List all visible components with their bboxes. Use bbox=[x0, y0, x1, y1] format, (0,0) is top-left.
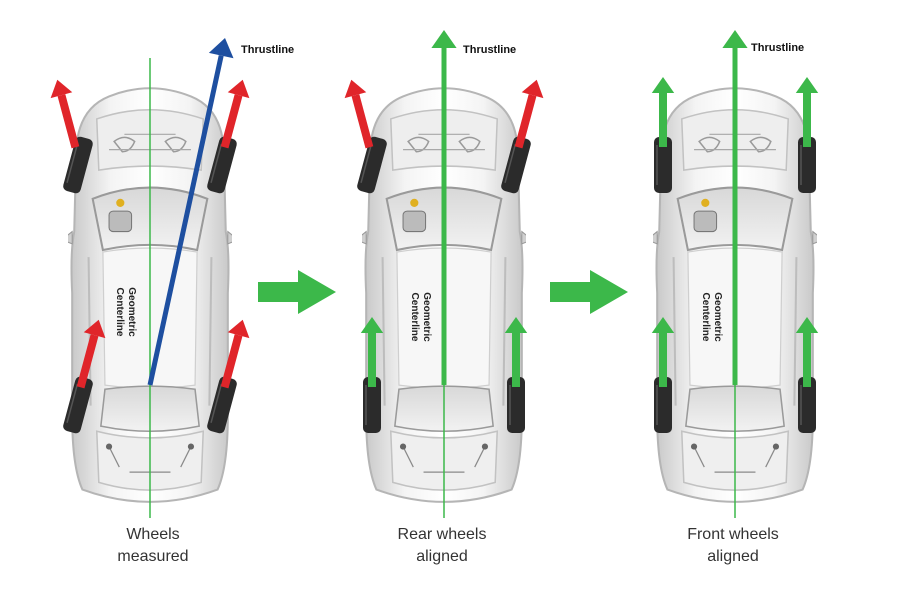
thrustline-label: Thrustline bbox=[241, 44, 295, 56]
wheel-direction-arrow bbox=[50, 79, 80, 149]
geometric-centerline-label: Geometric Centerline bbox=[699, 272, 723, 362]
geometric-centerline-label: Geometric Centerline bbox=[408, 272, 432, 362]
front-left-tire bbox=[63, 136, 93, 194]
wheel-direction-arrow bbox=[651, 317, 675, 387]
panel-caption-line2: aligned bbox=[416, 548, 468, 565]
thrustline-arrow bbox=[431, 30, 457, 385]
geometric-centerline-label-line1: Geometric bbox=[421, 292, 432, 342]
panel-caption-line1: Wheels bbox=[126, 526, 180, 543]
panel-caption: Wheels measured bbox=[73, 524, 233, 568]
thrustline-label: Thrustline bbox=[463, 44, 517, 56]
geometric-centerline-label-line2: Centerline bbox=[114, 287, 125, 337]
wheel-direction-arrow bbox=[360, 317, 384, 387]
panel-caption: Front wheels aligned bbox=[653, 524, 813, 568]
wheel-direction-arrow bbox=[220, 319, 250, 389]
wheel-direction-arrow bbox=[220, 79, 250, 149]
geometric-centerline-label-line2: Centerline bbox=[409, 292, 420, 342]
wheel-direction-arrow bbox=[514, 79, 544, 149]
rear-left-tire bbox=[654, 377, 672, 433]
wheel-direction-arrow bbox=[504, 317, 528, 387]
rear-right-tire bbox=[798, 377, 816, 433]
front-left-tire bbox=[654, 137, 672, 193]
wheel-direction-arrow bbox=[795, 77, 819, 147]
panel-caption-line1: Rear wheels bbox=[397, 526, 487, 543]
geometric-centerline-label: Geometric Centerline bbox=[113, 267, 137, 357]
wheel-direction-arrow bbox=[76, 319, 106, 389]
panel-caption-line2: measured bbox=[117, 548, 189, 565]
step-arrow-1 bbox=[258, 270, 336, 314]
step-arrow-2 bbox=[550, 270, 628, 314]
panel-caption-line2: aligned bbox=[707, 548, 759, 565]
geometric-centerline-label-line1: Geometric bbox=[712, 292, 723, 342]
panel-caption-line1: Front wheels bbox=[687, 526, 779, 543]
rear-right-tire bbox=[507, 377, 525, 433]
wheel-direction-arrow bbox=[344, 79, 374, 149]
car-panel-2 bbox=[344, 30, 544, 518]
panel-caption: Rear wheels aligned bbox=[362, 524, 522, 568]
front-right-tire bbox=[207, 136, 237, 194]
wheel-direction-arrow bbox=[651, 77, 675, 147]
thrustline-arrow bbox=[722, 30, 748, 385]
rear-right-tire bbox=[207, 376, 237, 434]
thrustline-label: Thrustline bbox=[751, 42, 805, 54]
rear-left-tire bbox=[63, 376, 93, 434]
geometric-centerline-label-line2: Centerline bbox=[700, 292, 711, 342]
car-panel-1 bbox=[50, 38, 250, 518]
wheel-direction-arrow bbox=[795, 317, 819, 387]
front-left-tire bbox=[357, 136, 387, 194]
thrustline-arrow bbox=[147, 38, 234, 386]
car-panel-3 bbox=[651, 30, 819, 518]
geometric-centerline-label-line1: Geometric bbox=[126, 287, 137, 337]
front-right-tire bbox=[798, 137, 816, 193]
front-right-tire bbox=[501, 136, 531, 194]
rear-left-tire bbox=[363, 377, 381, 433]
